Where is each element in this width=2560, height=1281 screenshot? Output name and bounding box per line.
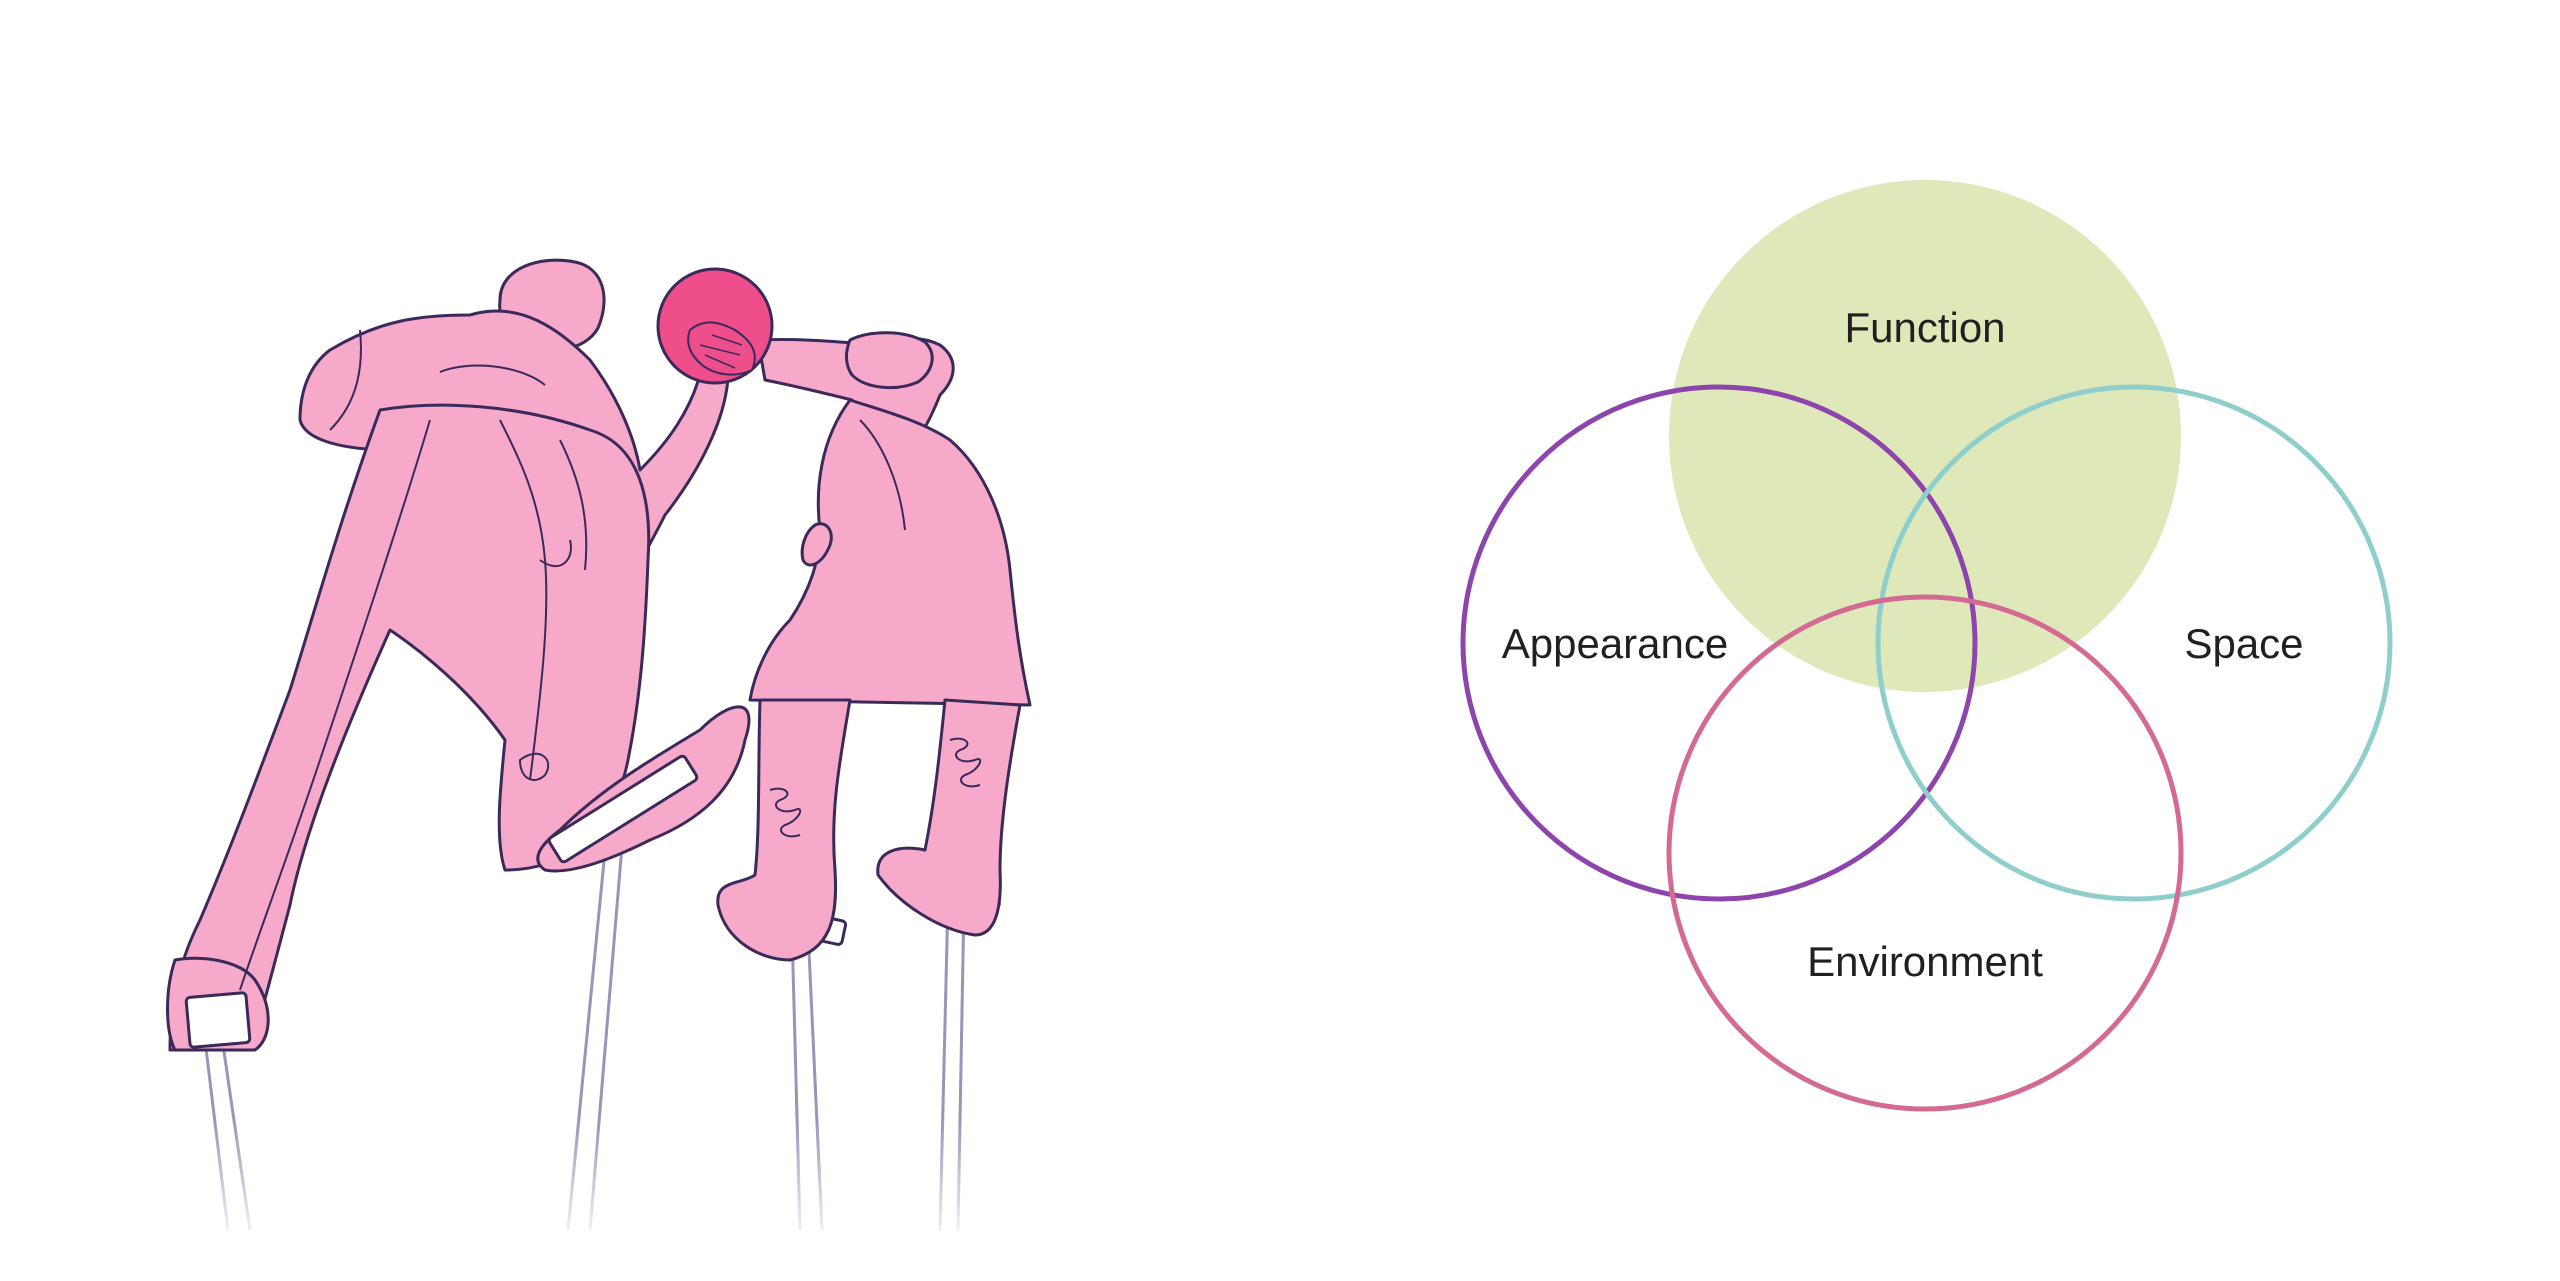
venn-label-appearance: Appearance xyxy=(1502,620,1729,667)
boot-laces xyxy=(769,419,982,838)
venn-label-function: Function xyxy=(1844,304,2005,351)
ball xyxy=(656,267,774,385)
venn-circle-environment xyxy=(1666,594,2184,1112)
left-figure xyxy=(166,258,751,1052)
venn-circle-function xyxy=(1669,180,2181,692)
venn-label-environment: Environment xyxy=(1807,938,2043,985)
venn-diagram: Function Appearance Space Environment xyxy=(1460,180,2393,1112)
venn-label-space: Space xyxy=(2184,620,2303,667)
figures-illustration xyxy=(150,258,1050,1250)
stilt-fade xyxy=(150,1120,1050,1250)
right-figure xyxy=(716,331,1032,962)
stilts xyxy=(203,819,966,1231)
venn-circle-appearance xyxy=(1460,384,1978,902)
left-figure-details xyxy=(239,329,588,991)
venn-circle-space xyxy=(1875,384,2393,902)
